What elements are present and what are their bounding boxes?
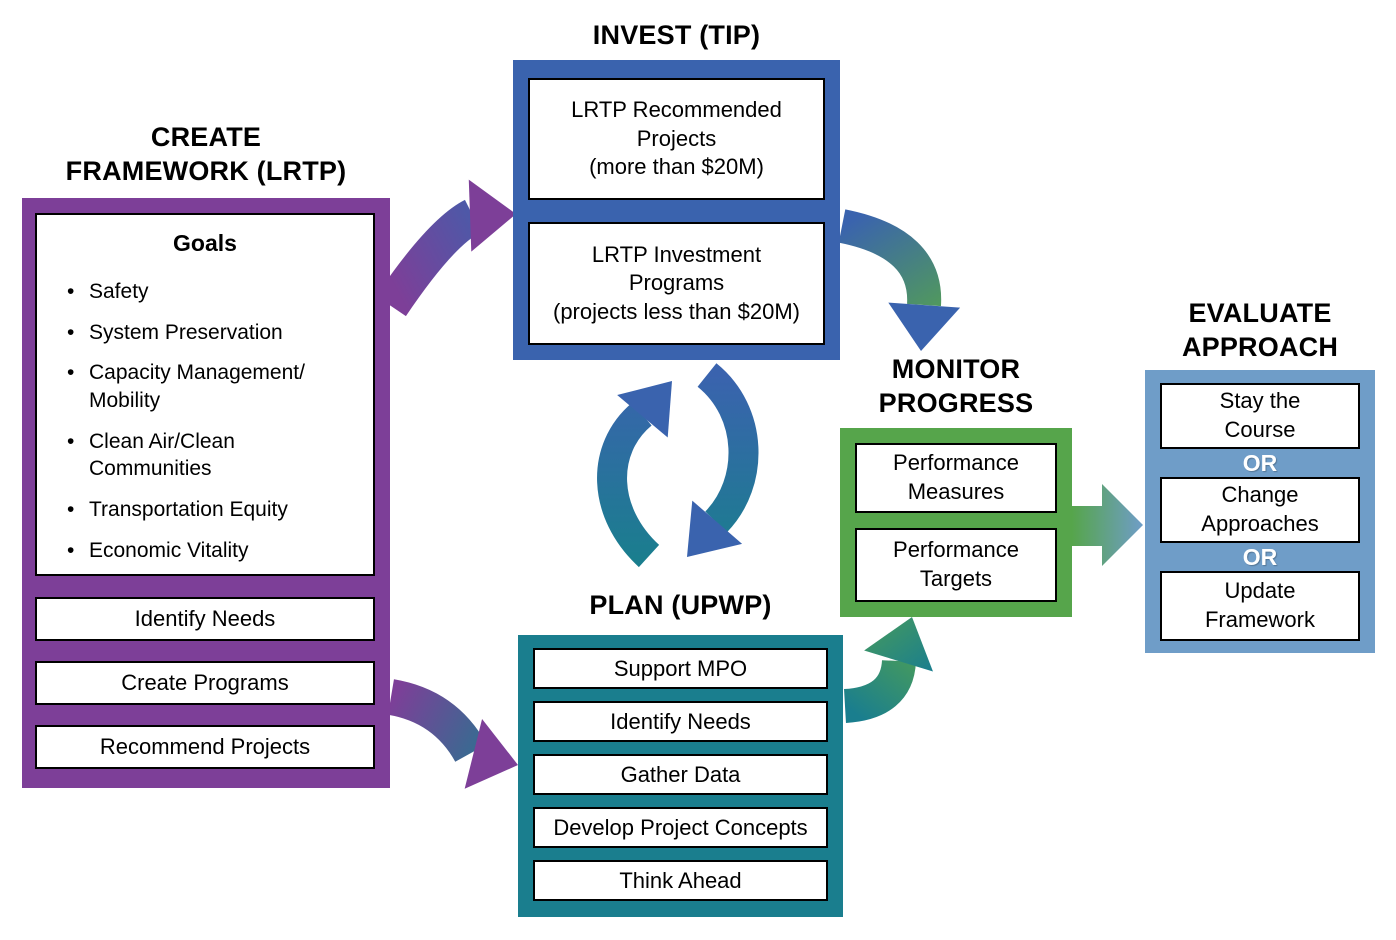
invest-box: LRTP Recommended Projects (more than $20…: [513, 60, 840, 360]
monitor-item-performance-targets: Performance Targets: [855, 528, 1057, 602]
create-framework-box: Goals SafetySystem PreservationCapacity …: [22, 198, 390, 788]
invest-title: INVEST (TIP): [592, 20, 761, 50]
goals-box: Goals SafetySystem PreservationCapacity …: [35, 213, 375, 576]
goal-item: Economic Vitality: [59, 537, 363, 565]
goal-item: Transportation Equity: [59, 496, 363, 524]
arrow-cycle-invest-to-plan: [687, 363, 759, 557]
arrow-framework-to-invest: [376, 179, 516, 317]
monitor-title: MONITOR PROGRESS: [878, 354, 1034, 419]
goal-item: Clean Air/Clean Communities: [59, 428, 363, 483]
arrow-plan-to-monitor: [843, 617, 933, 723]
evaluate-item-stay-the-course: Stay the Course: [1160, 383, 1360, 449]
plan-step: Support MPO: [533, 648, 828, 689]
monitor-box: Performance Measures Performance Targets: [840, 428, 1072, 617]
invest-item-recommended-projects: LRTP Recommended Projects (more than $20…: [528, 78, 825, 200]
arrow-invest-to-monitor: [838, 209, 961, 351]
arrow-monitor-to-evaluate: [1072, 484, 1143, 566]
goal-item: Capacity Management/ Mobility: [59, 359, 363, 414]
evaluate-title: EVALUATE APPROACH: [1181, 298, 1339, 363]
goal-item: System Preservation: [59, 319, 363, 347]
invest-item-investment-programs: LRTP Investment Programs (projects less …: [528, 222, 825, 345]
or-label: OR: [1242, 449, 1278, 476]
arrow-cycle-plan-to-invest: [597, 381, 672, 568]
or-label: OR: [1242, 543, 1278, 570]
goals-heading: Goals: [173, 230, 237, 256]
evaluate-item-update-framework: Update Framework: [1160, 571, 1360, 641]
plan-title: PLAN (UPWP): [589, 590, 772, 620]
plan-step: Develop Project Concepts: [533, 807, 828, 848]
plan-step: Gather Data: [533, 754, 828, 795]
goal-item: Safety: [59, 278, 363, 306]
framework-step: Create Programs: [35, 661, 375, 705]
evaluate-box: Stay the Course OR Change Approaches OR …: [1145, 370, 1375, 653]
monitor-item-performance-measures: Performance Measures: [855, 443, 1057, 513]
evaluate-item-change-approaches: Change Approaches: [1160, 477, 1360, 543]
plan-step: Think Ahead: [533, 860, 828, 901]
arrow-framework-to-plan: [387, 679, 518, 789]
framework-step: Identify Needs: [35, 597, 375, 641]
create-framework-title: CREATE FRAMEWORK (LRTP): [65, 122, 347, 187]
evaluate-options: Stay the Course OR Change Approaches OR …: [1160, 383, 1360, 641]
framework-step: Recommend Projects: [35, 725, 375, 769]
plan-step: Identify Needs: [533, 701, 828, 742]
goals-list: SafetySystem PreservationCapacity Manage…: [37, 278, 373, 565]
